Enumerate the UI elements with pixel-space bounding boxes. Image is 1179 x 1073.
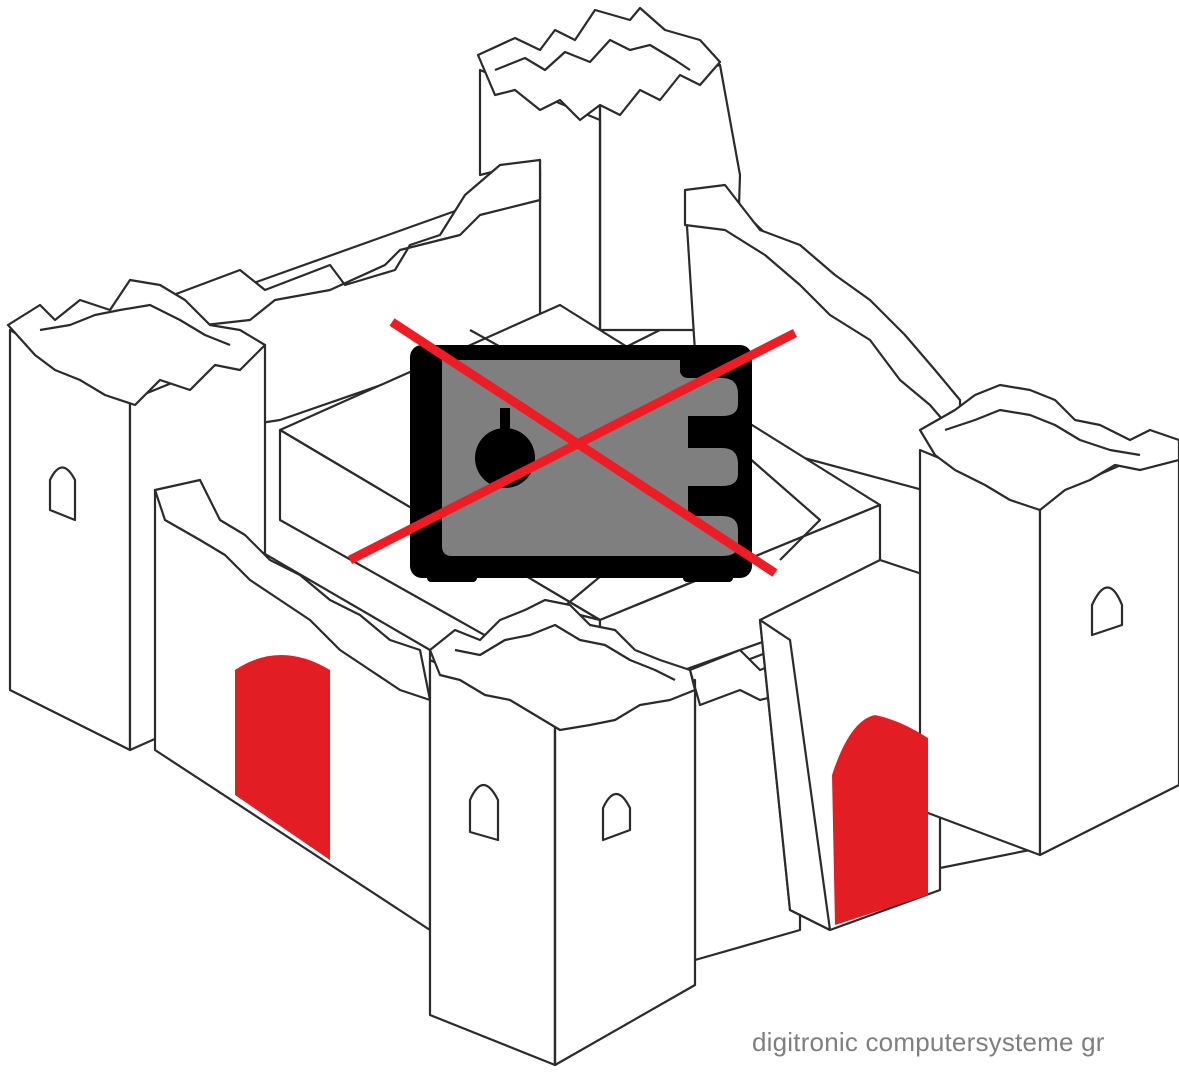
tower-front-left-window	[470, 785, 498, 840]
tower-left-window	[50, 468, 75, 521]
credit-text: digitronic computersysteme gr	[752, 1027, 1105, 1058]
tower-front	[430, 600, 695, 1065]
door-right	[832, 715, 928, 925]
tower-right	[920, 385, 1179, 855]
